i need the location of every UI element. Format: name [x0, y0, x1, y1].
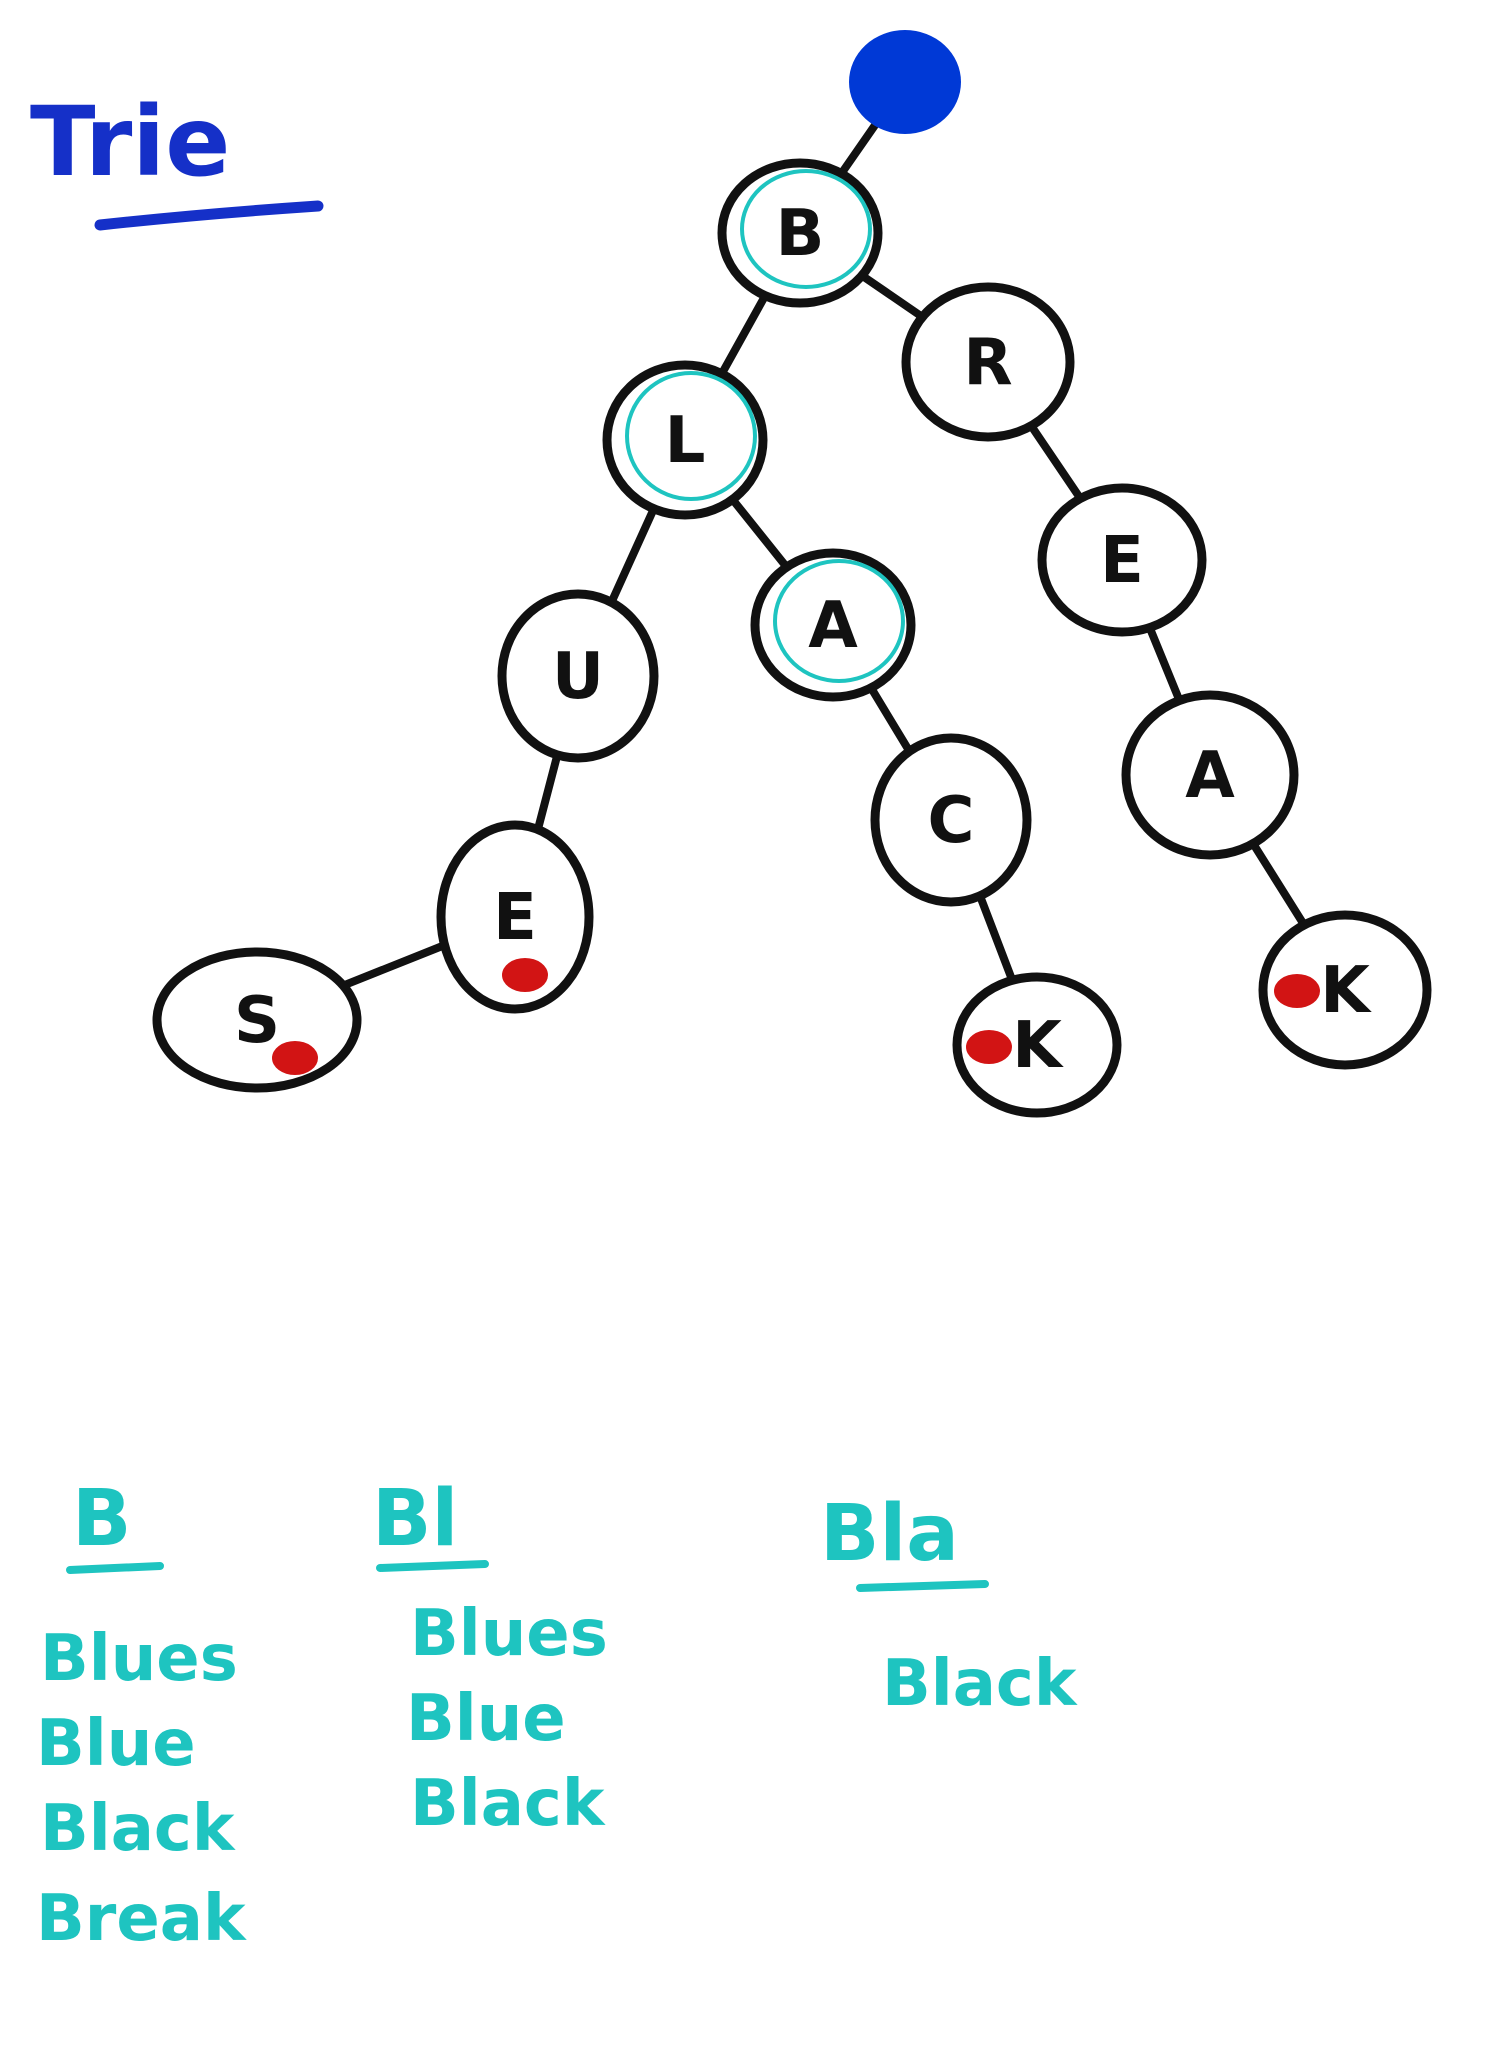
matched-word: Break — [36, 1882, 247, 1956]
tree-edge — [975, 891, 1017, 985]
prefix-underline — [856, 1580, 989, 1592]
node-letter: L — [665, 404, 706, 478]
trie-node-r: R — [901, 282, 1075, 442]
tree-edge — [1249, 839, 1309, 929]
trie-node-k1: K — [952, 972, 1122, 1118]
end-of-word-marker — [502, 958, 548, 992]
diagram-title: Trie — [30, 86, 230, 198]
matched-word: Black — [882, 1647, 1078, 1721]
title-underline — [94, 200, 324, 231]
trie-node-k2: K — [1258, 910, 1432, 1070]
prefix-groups: BBluesBlueBlackBreakBlBluesBlueBlackBlaB… — [36, 1474, 1078, 1956]
node-letter: A — [1185, 739, 1235, 813]
highlight-ring — [625, 371, 757, 501]
node-letter: B — [776, 197, 825, 271]
node-letter: K — [1012, 1009, 1064, 1083]
node-letter: R — [963, 326, 1012, 400]
tree-edge — [728, 495, 791, 572]
tree-edge — [837, 121, 879, 178]
tree-edge — [607, 504, 658, 607]
trie-node-l: L — [602, 360, 768, 520]
trie-node-e1: E — [436, 820, 594, 1014]
node-letter: U — [552, 640, 604, 714]
highlight-ring — [740, 169, 872, 289]
node-letter: E — [1100, 524, 1144, 598]
trie-node-a2: A — [1121, 690, 1299, 860]
trie-node-s: S — [152, 947, 362, 1093]
node-circle — [1121, 690, 1299, 860]
node-circle — [952, 972, 1122, 1118]
end-of-word-marker — [1274, 974, 1320, 1008]
node-circle — [436, 820, 594, 1014]
node-letter: K — [1320, 954, 1372, 1028]
tree-edge — [867, 683, 914, 756]
tree-edge — [857, 271, 927, 321]
node-letter: S — [234, 984, 280, 1058]
matched-word: Blues — [40, 1622, 238, 1696]
end-of-word-marker — [272, 1041, 318, 1075]
node-letter: C — [928, 784, 975, 858]
prefix-label: Bla — [820, 1489, 959, 1579]
tree-edges — [339, 121, 1309, 990]
node-circle — [1258, 910, 1432, 1070]
highlight-ring — [773, 559, 905, 683]
tree-edge — [1145, 623, 1184, 705]
trie-node-u: U — [497, 589, 659, 763]
node-circle — [1037, 483, 1207, 637]
end-of-word-marker — [966, 1030, 1012, 1064]
prefix-underline — [66, 1562, 164, 1574]
node-circle — [602, 360, 768, 520]
trie-node-a1: A — [750, 548, 916, 702]
node-letter: A — [808, 589, 858, 663]
tree-edge — [533, 750, 562, 834]
tree-nodes: B L R U A E S C K E A K — [152, 30, 1432, 1118]
matched-word: Blues — [410, 1597, 608, 1671]
title-group: Trie — [30, 86, 324, 231]
tree-edge — [717, 291, 770, 378]
matched-word: Blue — [406, 1682, 566, 1756]
trie-node-e2: E — [1037, 483, 1207, 637]
node-circle — [870, 733, 1032, 907]
matched-word: Black — [40, 1792, 236, 1866]
prefix-label: B — [72, 1474, 131, 1564]
trie-node-b: B — [717, 158, 883, 308]
node-circle — [497, 589, 659, 763]
prefix-underline — [376, 1560, 489, 1572]
prefix-label: Bl — [372, 1474, 458, 1564]
root-node — [849, 30, 961, 134]
trie-node-c: C — [870, 733, 1032, 907]
tree-edge — [339, 941, 449, 990]
node-letter: E — [493, 881, 537, 955]
node-circle — [901, 282, 1075, 442]
tree-edge — [1027, 421, 1085, 503]
matched-word: Blue — [36, 1707, 196, 1781]
matched-word: Black — [410, 1767, 606, 1841]
